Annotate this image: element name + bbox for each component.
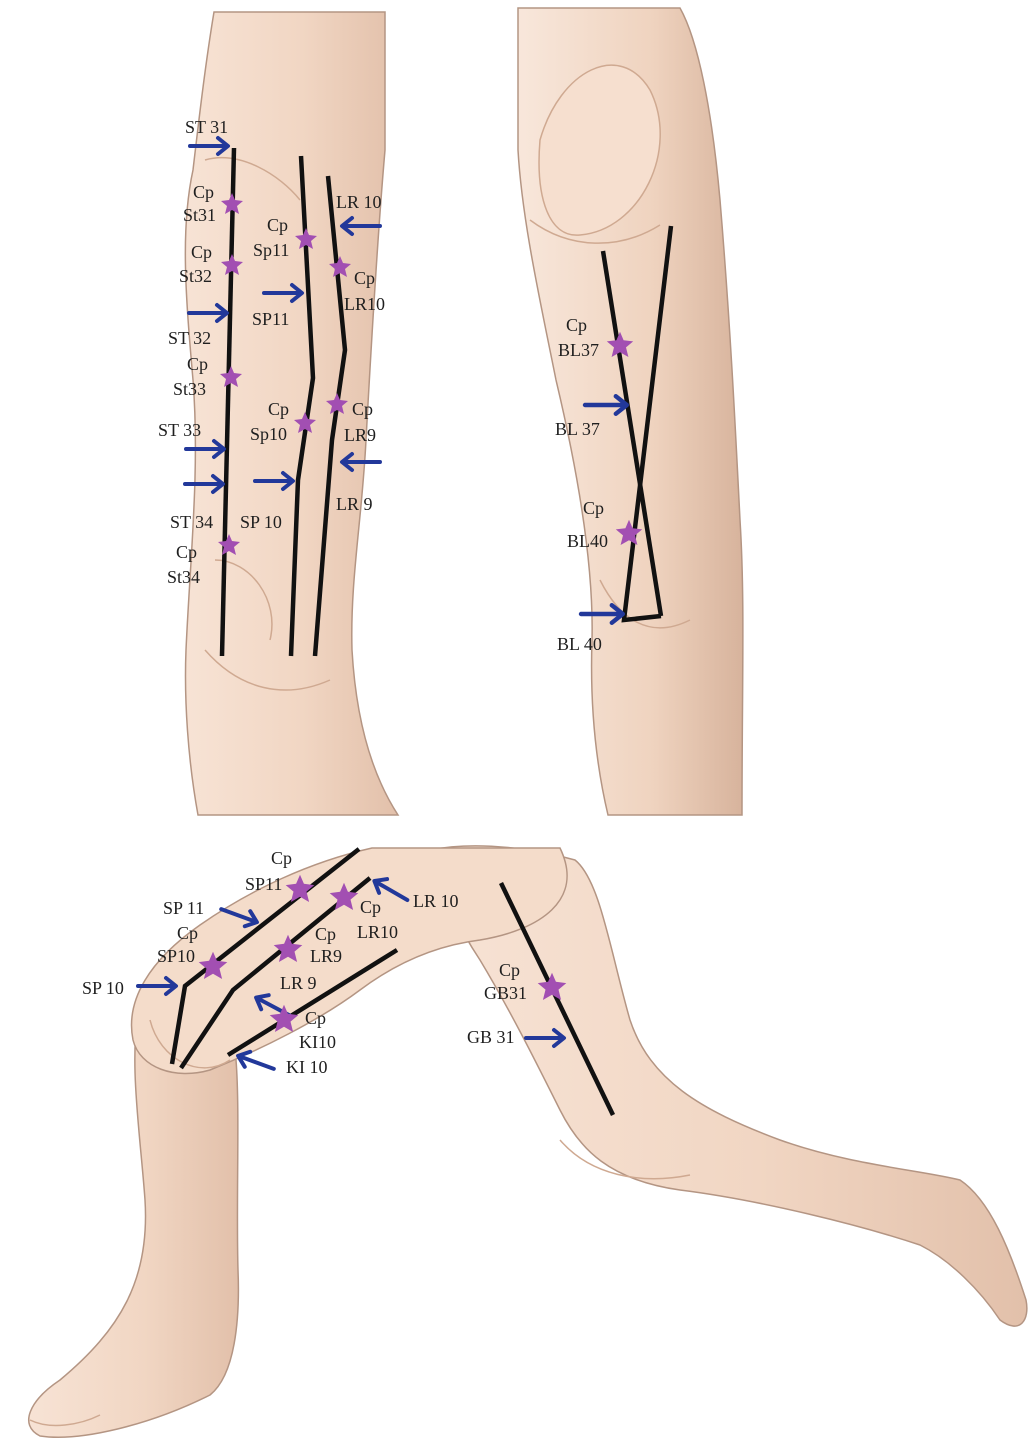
label-cp-sp11-b: SP11 [245, 874, 282, 894]
label-cp-bl37-b: BL37 [558, 340, 599, 360]
label-cp-st34-a: Cp [176, 542, 197, 562]
label-cp-lr9-a: Cp [352, 399, 373, 419]
label-cp-sp10-a: Cp [268, 399, 289, 419]
label-cp-lr10-a: Cp [360, 897, 381, 917]
label-cp-ki10-b: KI10 [299, 1032, 336, 1052]
label-bl37: BL 37 [555, 419, 600, 439]
label-st33: ST 33 [158, 420, 201, 440]
label-cp-lr9-a: Cp [315, 924, 336, 944]
label-cp-st34-b: St34 [167, 567, 200, 587]
label-lr9: LR 9 [336, 494, 373, 514]
label-bl40: BL 40 [557, 634, 602, 654]
label-st31: ST 31 [185, 117, 228, 137]
back-thigh-panel: Cp BL37 BL 37 Cp BL40 BL 40 [518, 8, 743, 815]
label-cp-sp10-b: SP10 [157, 946, 195, 966]
label-cp-st32-b: St32 [179, 266, 212, 286]
label-cp-bl40-b: BL40 [567, 531, 608, 551]
label-cp-lr10-b: LR10 [344, 294, 385, 314]
label-lr10: LR 10 [413, 891, 459, 911]
label-sp10: SP 10 [82, 978, 124, 998]
label-cp-st32-a: Cp [191, 242, 212, 262]
label-st34: ST 34 [170, 512, 213, 532]
label-cp-st33-b: St33 [173, 379, 206, 399]
label-cp-lr9-b: LR9 [310, 946, 342, 966]
label-gb31: GB 31 [467, 1027, 515, 1047]
front-thigh-panel: ST 31 Cp St31 Cp St32 ST 32 Cp St33 ST 3… [158, 12, 398, 815]
label-ki10: KI 10 [286, 1057, 328, 1077]
label-cp-gb31-b: GB31 [484, 983, 527, 1003]
label-cp-lr10-b: LR10 [357, 922, 398, 942]
label-cp-st31-a: Cp [193, 182, 214, 202]
label-cp-lr10-a: Cp [354, 268, 375, 288]
label-sp11: SP11 [252, 309, 289, 329]
label-sp11: SP 11 [163, 898, 204, 918]
label-st32: ST 32 [168, 328, 211, 348]
label-cp-sp10-b: Sp10 [250, 424, 287, 444]
label-cp-gb31-a: Cp [499, 960, 520, 980]
label-cp-st33-a: Cp [187, 354, 208, 374]
label-lr9: LR 9 [280, 973, 317, 993]
label-lr10: LR 10 [336, 192, 382, 212]
label-cp-st31-b: St31 [183, 205, 216, 225]
label-sp10: SP 10 [240, 512, 282, 532]
label-cp-sp11-a: Cp [267, 215, 288, 235]
label-cp-bl40-a: Cp [583, 498, 604, 518]
label-cp-sp10-a: Cp [177, 923, 198, 943]
label-cp-bl37-a: Cp [566, 315, 587, 335]
side-leg-panel: Cp SP11 SP 11 Cp SP10 SP 10 Cp LR10 LR 1… [29, 846, 1027, 1437]
label-cp-sp11-b: Sp11 [253, 240, 289, 260]
label-cp-ki10-a: Cp [305, 1008, 326, 1028]
label-cp-sp11-a: Cp [271, 848, 292, 868]
label-cp-lr9-b: LR9 [344, 425, 376, 445]
